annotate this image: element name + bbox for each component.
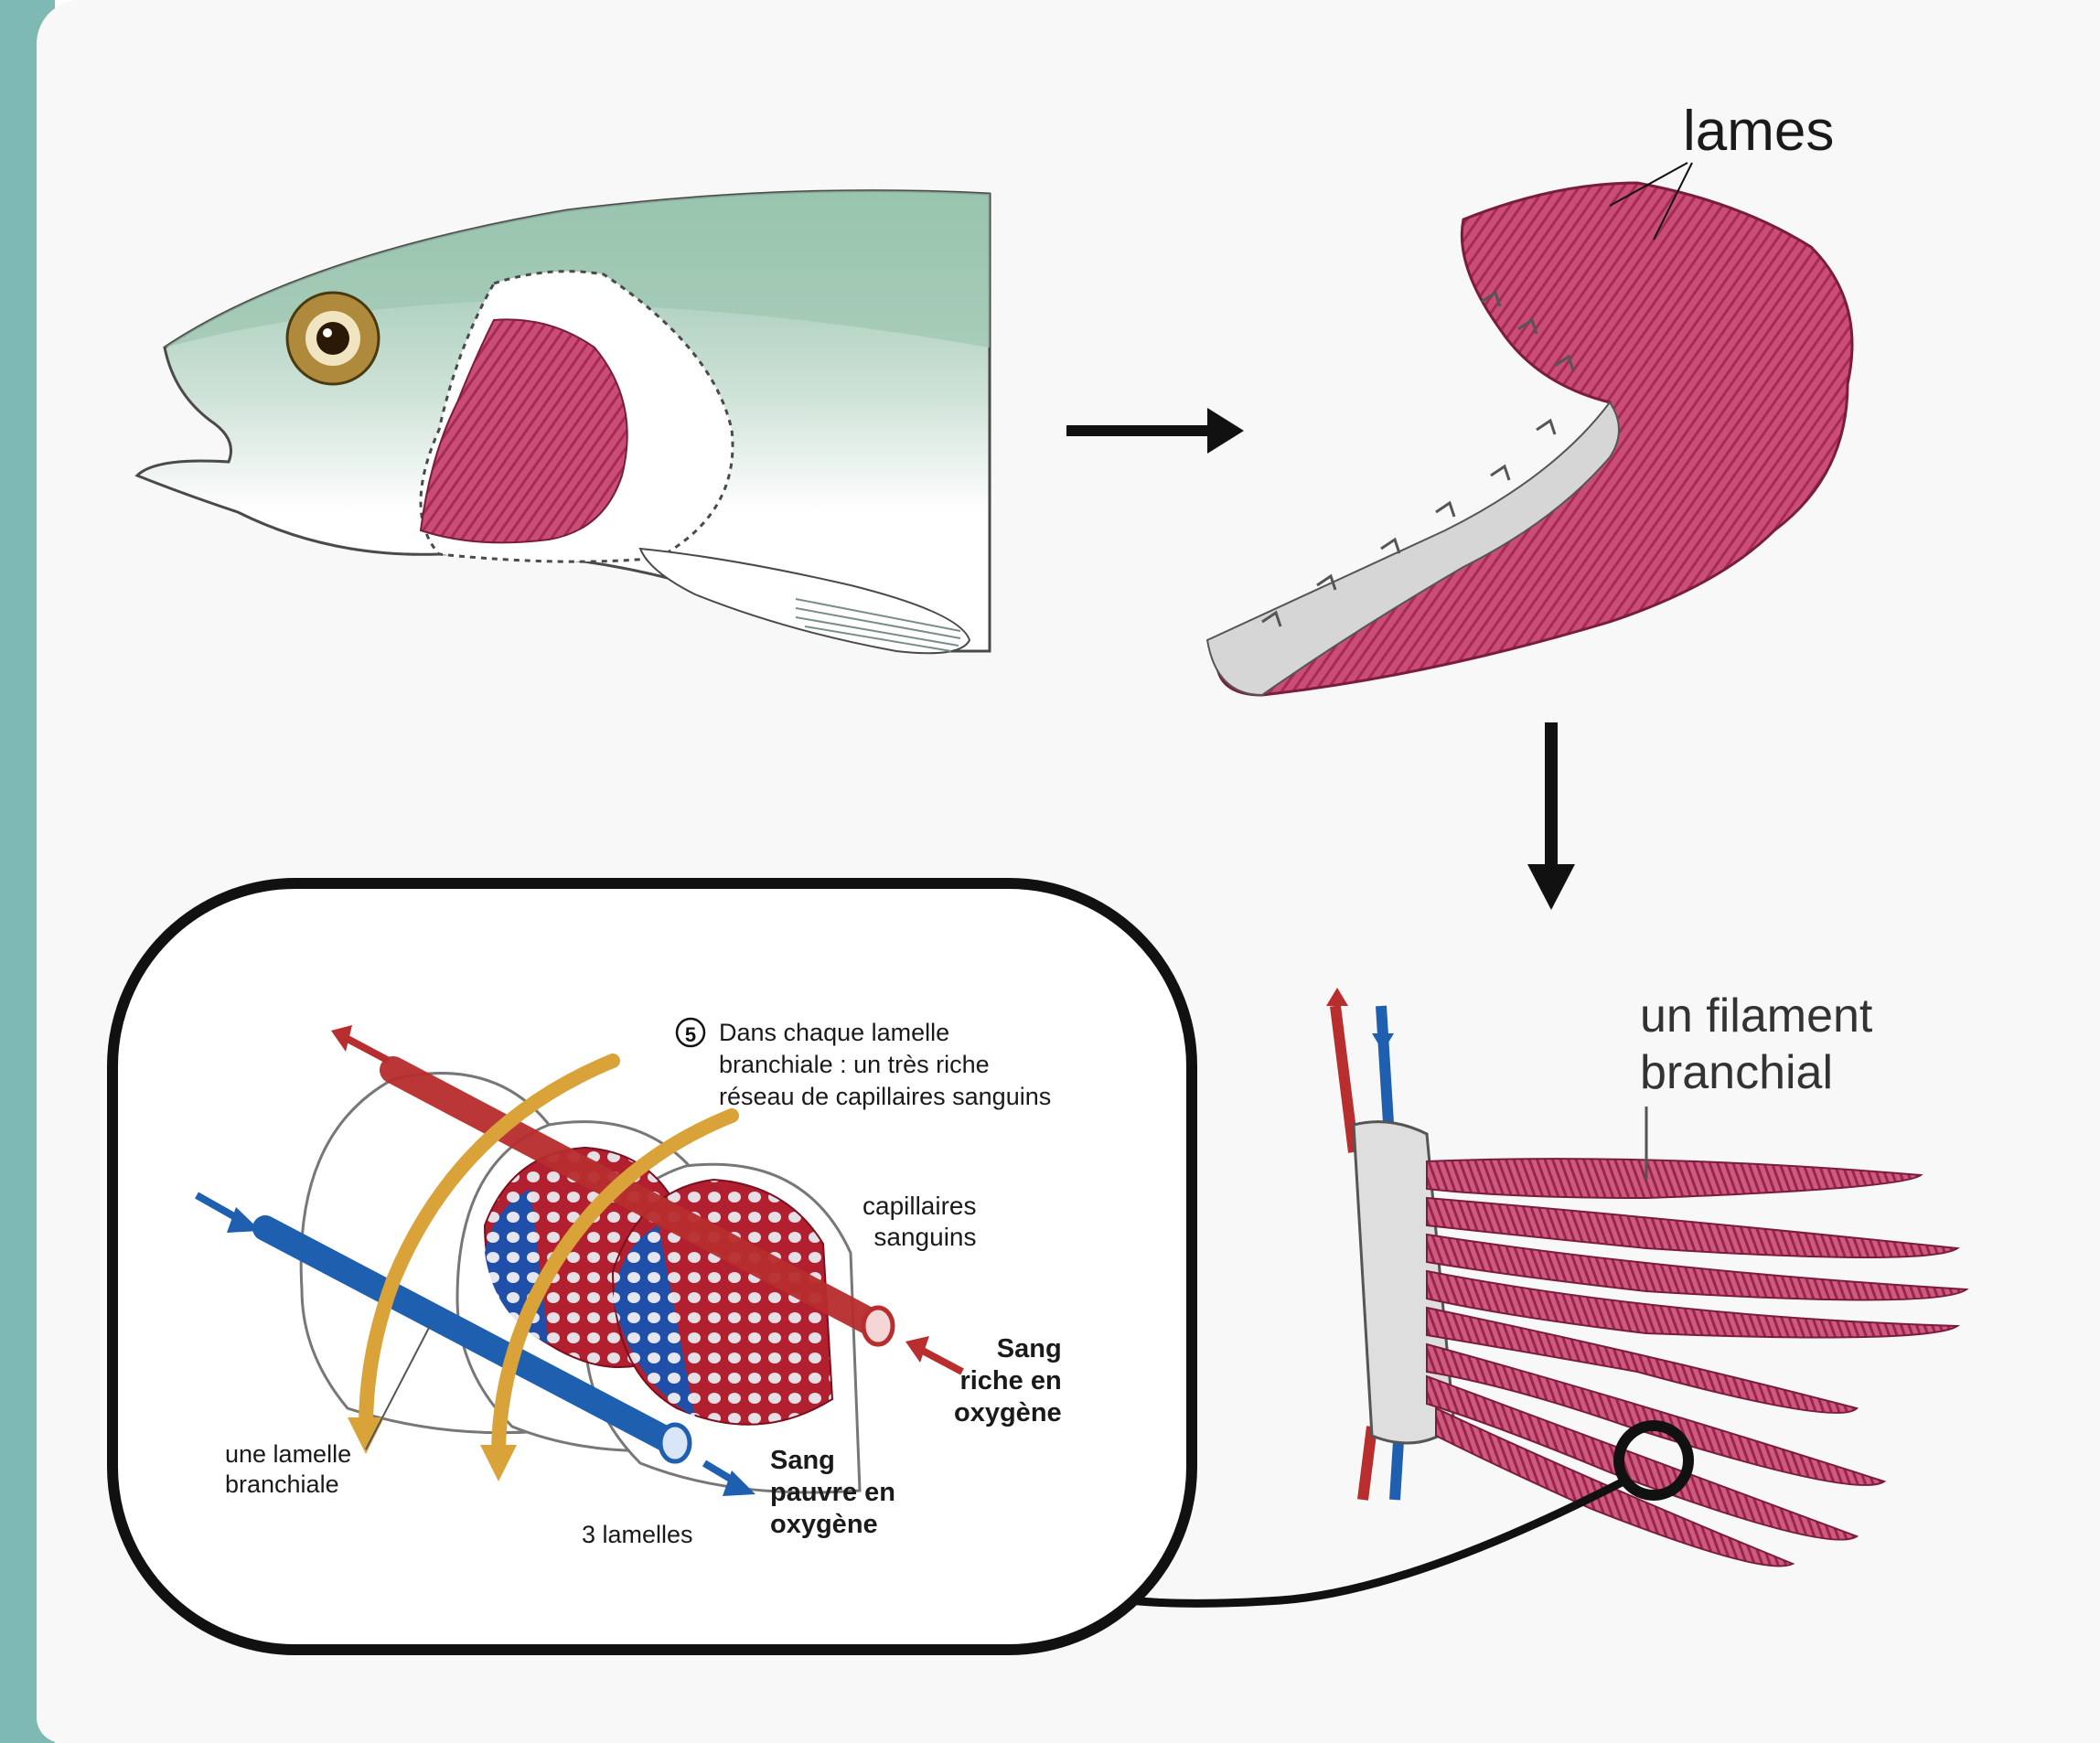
label-lames: lames <box>1683 99 1834 164</box>
label-step5-description: Dans chaque lamelle branchiale : un très… <box>719 1017 1051 1113</box>
label-capillaires-sanguins: capillaires sanguins <box>862 1191 977 1253</box>
label-3-lamelles: 3 lamelles <box>582 1521 693 1549</box>
gill-arch-illustration <box>1207 163 1852 695</box>
label-sang-riche: Sang riche en oxygène <box>954 1333 1062 1429</box>
label-une-lamelle: une lamelle branchiale <box>225 1439 351 1500</box>
fish-head-illustration <box>137 191 990 654</box>
step-number: 5 <box>685 1023 696 1046</box>
label-sang-pauvre: Sang pauvre en oxygène <box>770 1445 895 1541</box>
label-filament-branchial: un filament branchial <box>1640 988 1872 1101</box>
